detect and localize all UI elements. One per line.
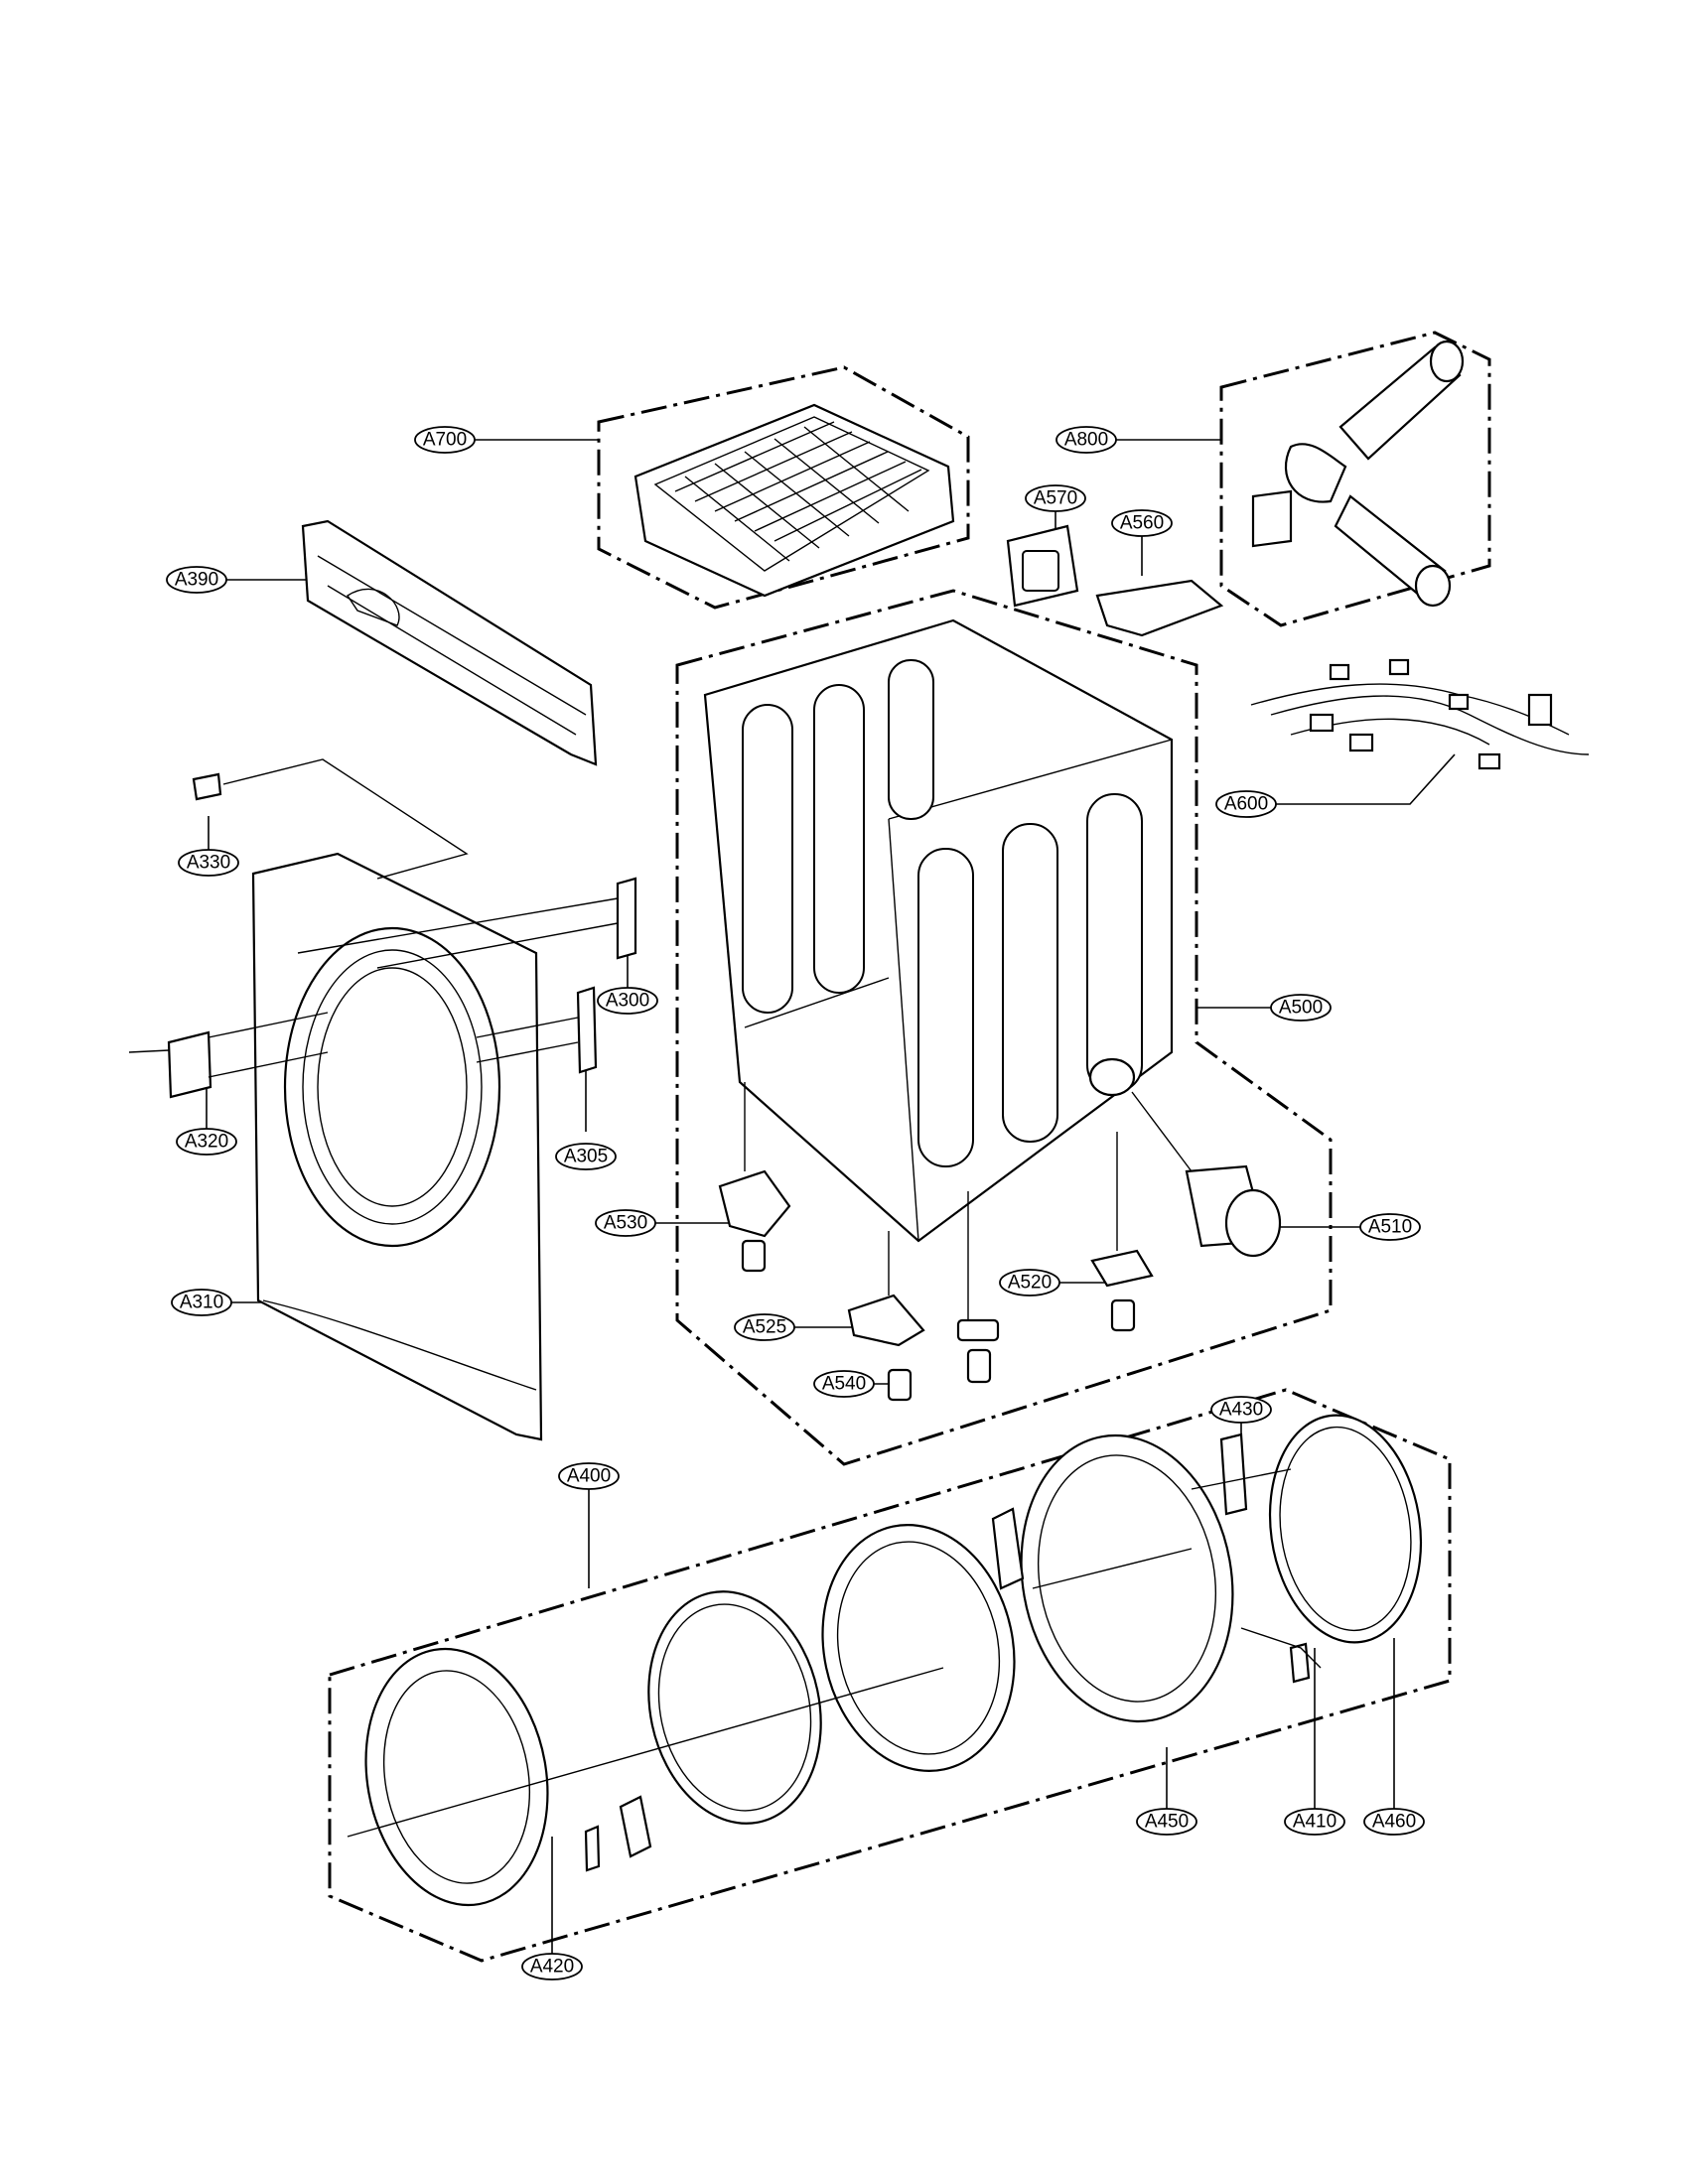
callout-a600: A600 — [1215, 790, 1277, 818]
svg-text:A320: A320 — [185, 1132, 228, 1153]
callout-a800: A800 — [1055, 426, 1117, 454]
leveling-feet-part — [744, 1082, 1118, 1402]
callout-a420: A420 — [521, 1953, 583, 1980]
callout-a510: A510 — [1359, 1213, 1421, 1241]
callout-a330: A330 — [178, 849, 239, 877]
callout-a450: A450 — [1136, 1808, 1197, 1836]
callout-a410: A410 — [1284, 1808, 1345, 1836]
svg-text:A430: A430 — [1219, 1400, 1263, 1421]
switch-part — [192, 758, 469, 880]
plate-part — [1006, 524, 1079, 608]
hinge-bracket-lower-part — [476, 986, 598, 1074]
svg-text:A510: A510 — [1368, 1217, 1412, 1238]
leg-bracket-520-part — [1090, 1249, 1154, 1332]
svg-text:A800: A800 — [1064, 430, 1108, 451]
callout-a500: A500 — [1270, 994, 1332, 1022]
callout-a520: A520 — [999, 1269, 1060, 1297]
callout-a700: A700 — [414, 426, 476, 454]
group-a800-boundary — [1219, 331, 1491, 627]
svg-text:A330: A330 — [187, 853, 230, 874]
svg-text:A570: A570 — [1034, 488, 1077, 509]
svg-text:A300: A300 — [606, 991, 649, 1012]
svg-text:A600: A600 — [1224, 794, 1268, 815]
duct-assembly-part — [1251, 340, 1465, 608]
callout-a320: A320 — [176, 1128, 237, 1156]
svg-text:A700: A700 — [423, 430, 467, 451]
group-boundaries — [328, 331, 1491, 1963]
svg-text:A305: A305 — [564, 1147, 608, 1167]
svg-text:A530: A530 — [604, 1213, 647, 1234]
svg-text:A460: A460 — [1372, 1812, 1416, 1833]
svg-text:A525: A525 — [743, 1317, 786, 1338]
hinge-bracket-upper-part — [297, 877, 637, 969]
top-grille-part — [633, 403, 955, 598]
leg-bracket-530-part — [718, 1169, 791, 1273]
callout-a400: A400 — [558, 1462, 620, 1490]
callout-a560: A560 — [1111, 509, 1173, 537]
callout-a540: A540 — [813, 1370, 875, 1398]
callout-a310: A310 — [171, 1289, 232, 1316]
hinge-bracket-left-part — [128, 1012, 329, 1099]
callout-a390: A390 — [166, 566, 227, 594]
callout-a460: A460 — [1363, 1808, 1425, 1836]
exhaust-duct-part — [1131, 1091, 1282, 1258]
svg-text:A500: A500 — [1279, 998, 1323, 1019]
svg-text:A400: A400 — [567, 1466, 611, 1487]
leg-bracket-525-part — [847, 1294, 925, 1347]
svg-text:A540: A540 — [822, 1374, 866, 1395]
callout-a530: A530 — [595, 1209, 656, 1237]
front-panel-part — [251, 852, 543, 1441]
callout-a300: A300 — [597, 987, 658, 1015]
wire-harness-part — [1250, 658, 1590, 770]
svg-text:A410: A410 — [1293, 1812, 1336, 1833]
cabinet-part — [703, 618, 1174, 1243]
callout-a305: A305 — [555, 1143, 617, 1170]
callout-a525: A525 — [734, 1313, 795, 1341]
group-a700-boundary — [597, 365, 970, 610]
callout-a570: A570 — [1025, 484, 1086, 512]
svg-text:A560: A560 — [1120, 513, 1164, 534]
svg-text:A420: A420 — [530, 1957, 574, 1978]
svg-text:A520: A520 — [1008, 1273, 1052, 1294]
svg-text:A310: A310 — [180, 1293, 223, 1313]
rear-panel-part — [301, 519, 598, 766]
callout-a430: A430 — [1210, 1396, 1272, 1424]
svg-text:A450: A450 — [1145, 1812, 1189, 1833]
bracket-part — [1095, 579, 1224, 637]
group-a400-boundary — [328, 1388, 1452, 1963]
group-a500-boundary — [675, 589, 1333, 1466]
door-assembly-part — [347, 1414, 1423, 1907]
svg-text:A390: A390 — [175, 570, 218, 591]
